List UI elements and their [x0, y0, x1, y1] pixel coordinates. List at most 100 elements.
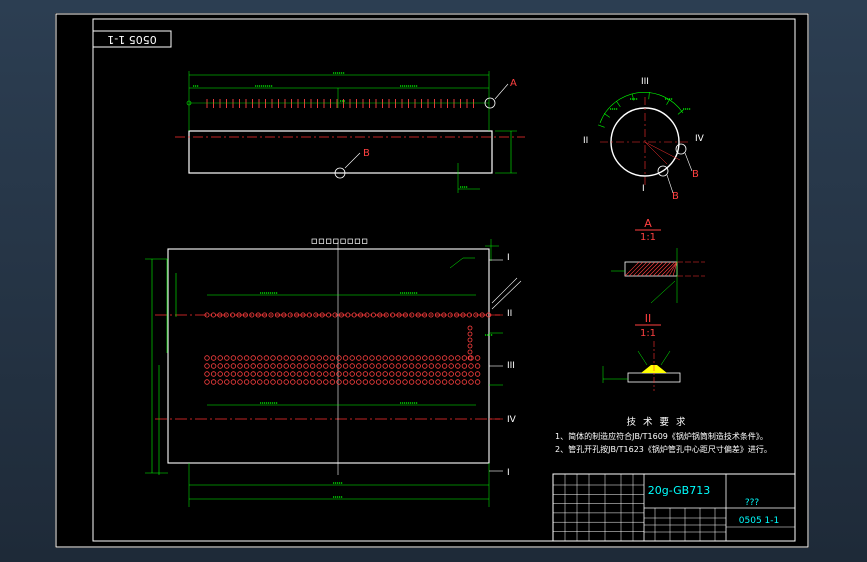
tube-hole: [435, 363, 441, 369]
tube-hole: [395, 355, 402, 361]
tube-hole: [319, 312, 325, 318]
tube-hole: [441, 379, 448, 385]
title-band-glyphs: [311, 238, 368, 244]
tube-hole: [345, 312, 351, 318]
tube-hole: [468, 355, 474, 361]
hatch-line: [636, 261, 652, 277]
tube-hole: [230, 371, 237, 377]
tube-hole: [224, 371, 230, 377]
hatch-line: [656, 261, 672, 277]
tube-hole: [461, 355, 468, 361]
lower-label-iii: III: [507, 361, 515, 371]
tube-hole: [303, 363, 309, 369]
tube-hole: [250, 355, 256, 361]
tube-hole: [263, 355, 270, 361]
tube-hole: [323, 371, 329, 377]
tube-hole: [382, 371, 388, 377]
tube-hole: [323, 355, 329, 361]
angle-arc-top: [599, 92, 684, 124]
tube-hole: [351, 312, 357, 318]
hole-row-top: [186, 99, 489, 108]
section-detail-a: A 1:1: [611, 217, 705, 304]
tube-hole: [290, 355, 296, 361]
tube-hole: [349, 371, 355, 377]
section-ii-scale: 1:1: [640, 328, 656, 339]
shell-outline-top: [188, 130, 493, 174]
tube-hole: [408, 371, 415, 377]
clock-label-ii: II: [583, 136, 588, 146]
tube-hole: [409, 312, 415, 318]
arc-tick: [616, 100, 621, 107]
tube-hole: [303, 371, 309, 377]
tube-hole: [336, 379, 342, 385]
tube-hole: [349, 379, 355, 385]
tube-hole: [296, 363, 303, 369]
tube-hole: [362, 379, 369, 385]
tube-hole: [270, 371, 276, 377]
tube-hole: [375, 371, 382, 377]
tube-hole: [369, 379, 375, 385]
band-glyph: [326, 238, 332, 244]
tube-hole: [415, 312, 421, 318]
tube-hole: [349, 363, 355, 369]
tube-hole: [329, 363, 336, 369]
tube-hole: [364, 312, 370, 318]
notes-line-2: 2、管孔开孔按JB/T1623《锅炉管孔中心距尺寸偏差》进行。: [555, 444, 772, 454]
tube-hole: [303, 379, 309, 385]
tube-hole: [332, 312, 338, 318]
band-glyph: [311, 238, 317, 244]
tube-hole: [230, 379, 237, 385]
tube-hole: [434, 312, 440, 318]
callout-b3-label: B: [672, 191, 679, 202]
tube-hole: [454, 312, 460, 318]
callout-circle-a: [484, 97, 496, 109]
tube-hole: [474, 379, 481, 385]
inner-frame: [92, 18, 796, 542]
tube-hole: [461, 363, 468, 369]
tube-hole: [316, 371, 322, 377]
tube-hole: [316, 363, 322, 369]
tube-hole: [422, 363, 428, 369]
tube-hole: [223, 312, 229, 318]
tube-hole: [375, 379, 382, 385]
tube-hole: [342, 355, 349, 361]
tube-hole: [276, 371, 283, 377]
tube-hole: [415, 371, 421, 377]
tube-hole: [250, 363, 256, 369]
tube-hole: [309, 363, 316, 369]
tube-hole: [362, 363, 369, 369]
tube-hole: [382, 379, 388, 385]
tube-hole: [290, 379, 296, 385]
tube-hole: [309, 371, 316, 377]
tube-hole: [283, 363, 289, 369]
tube-hole: [441, 363, 448, 369]
notes-line-1: 1、简体的制造应符合JB/T1609《锅炉锅筒制造技术条件》。: [555, 431, 768, 441]
tube-hole: [210, 371, 217, 377]
tube-hole: [435, 371, 441, 377]
tube-hole: [422, 379, 428, 385]
developed-shell-view: I II III IV I: [145, 238, 522, 507]
tube-hole: [461, 379, 468, 385]
tube-hole: [323, 363, 329, 369]
tube-hole: [342, 379, 349, 385]
tube-hole: [342, 363, 349, 369]
tube-hole: [309, 379, 316, 385]
tube-hole: [276, 355, 283, 361]
tube-hole: [336, 363, 342, 369]
tube-hole: [204, 312, 210, 318]
title-name: ???: [745, 498, 760, 508]
tube-hole: [467, 331, 473, 337]
tube-hole: [356, 371, 362, 377]
tube-hole: [329, 355, 336, 361]
hatch-line: [672, 261, 678, 277]
callout-circle-b: [334, 167, 346, 179]
tube-hole: [415, 355, 421, 361]
tube-hole: [460, 312, 466, 318]
clock-label-i: I: [642, 184, 645, 194]
tube-hole: [287, 312, 293, 318]
tube-hole: [369, 363, 375, 369]
hole-grid-developed: [204, 312, 492, 385]
tube-hole: [323, 379, 329, 385]
tube-hole: [382, 355, 388, 361]
tube-hole: [422, 312, 428, 318]
